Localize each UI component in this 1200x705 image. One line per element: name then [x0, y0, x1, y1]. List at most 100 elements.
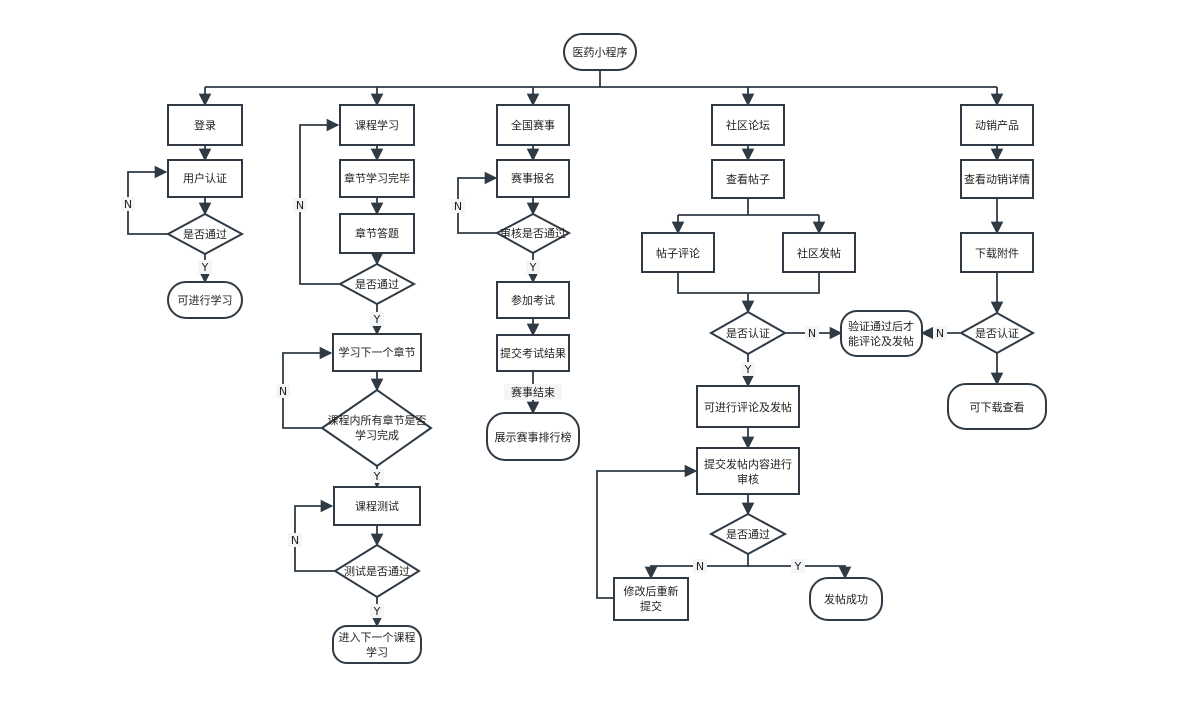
can-post-box[interactable] — [696, 385, 800, 428]
label-yes: Y — [794, 560, 802, 573]
user-auth-box[interactable] — [167, 159, 243, 198]
submit-result-box[interactable] — [496, 334, 570, 372]
edge-all-retry — [282, 346, 333, 429]
post-label: 社区发帖 — [797, 246, 841, 260]
download-box[interactable] — [960, 232, 1034, 273]
forum-box[interactable] — [711, 104, 785, 146]
label-bg — [121, 197, 135, 211]
can-download-label: 可下载查看 — [970, 400, 1025, 414]
user-auth-label: 用户认证 — [183, 171, 227, 185]
all-chapters-decision[interactable] — [320, 388, 433, 468]
post-success-terminal[interactable] — [809, 577, 883, 621]
label-no: N — [279, 385, 287, 398]
next-chapter-box[interactable] — [332, 333, 422, 372]
contest-label: 全国赛事 — [511, 118, 555, 132]
course-pass-decision[interactable] — [337, 262, 417, 306]
can-learn-terminal[interactable] — [167, 281, 243, 319]
course-test-box[interactable] — [333, 486, 421, 526]
signup-label: 赛事报名 — [511, 171, 555, 185]
next-course-terminal[interactable] — [332, 625, 422, 664]
all-chapters-label-1: 课程内所有章节是否 — [328, 413, 427, 427]
label-bg — [370, 604, 384, 618]
verify-note-label-1: 验证通过后才 — [848, 319, 914, 333]
test-pass-label: 测试是否通过 — [344, 565, 410, 578]
all-chapters-label-2: 学习完成 — [355, 428, 399, 442]
root-node[interactable] — [563, 33, 637, 71]
view-product-label: 查看动销详情 — [964, 172, 1030, 186]
chapter-done-label: 章节学习完毕 — [344, 171, 410, 185]
label-yes: Y — [744, 363, 752, 376]
label-bg — [370, 469, 384, 483]
label-no: N — [696, 560, 704, 573]
forum-auth-decision[interactable] — [708, 310, 788, 356]
login-pass-decision[interactable] — [165, 212, 245, 256]
label-bg — [693, 559, 707, 573]
submit-post-label-2: 审核 — [737, 472, 759, 486]
submit-post-box[interactable] — [696, 447, 800, 495]
contest-box[interactable] — [496, 104, 570, 146]
view-posts-box[interactable] — [711, 159, 785, 199]
label-bg — [791, 559, 805, 573]
revise-label-2: 提交 — [640, 599, 662, 613]
can-learn-label: 可进行学习 — [178, 293, 233, 307]
product-box[interactable] — [960, 104, 1034, 146]
product-auth-decision[interactable] — [958, 311, 1036, 355]
label-bg — [741, 362, 755, 376]
review-decision[interactable] — [494, 212, 572, 255]
comment-label: 帖子评论 — [656, 246, 700, 260]
product-label: 动销产品 — [975, 118, 1019, 132]
label-yes: Y — [373, 313, 381, 326]
signup-box[interactable] — [496, 159, 570, 198]
review-label: 审核是否通过 — [500, 226, 566, 240]
label-no: N — [291, 534, 299, 547]
next-course-label-2: 学习 — [366, 645, 388, 659]
login-pass-label: 是否通过 — [183, 228, 227, 241]
next-chapter-label: 学习下一个章节 — [339, 345, 416, 359]
can-download-terminal[interactable] — [947, 383, 1047, 430]
exam-box[interactable] — [496, 281, 570, 319]
contest-end-label: 赛事结束 — [511, 385, 555, 399]
post-success-label: 发帖成功 — [824, 592, 868, 606]
exam-label: 参加考试 — [511, 293, 555, 307]
verify-note-label-2: 能评论及发帖 — [848, 334, 914, 348]
revise-box[interactable] — [613, 577, 689, 621]
label-no: N — [454, 200, 462, 213]
course-box[interactable] — [339, 104, 415, 146]
test-pass-decision[interactable] — [333, 543, 421, 599]
label-yes: Y — [201, 261, 209, 274]
edge-pass-success — [748, 565, 852, 580]
verify-note-terminal[interactable] — [840, 310, 923, 357]
course-label: 课程学习 — [355, 118, 399, 132]
forum-label: 社区论坛 — [726, 118, 770, 132]
can-post-label: 可进行评论及发帖 — [704, 400, 792, 414]
post-pass-decision[interactable] — [708, 512, 788, 556]
chapter-done-box[interactable] — [339, 159, 415, 198]
edge-merge-bus — [677, 272, 820, 294]
label-bg — [933, 326, 947, 340]
view-product-box[interactable] — [960, 159, 1034, 199]
chapter-quiz-box[interactable] — [339, 213, 415, 254]
label-no: N — [808, 327, 816, 340]
product-auth-label: 是否认证 — [975, 327, 1019, 340]
course-test-label: 课程测试 — [355, 500, 399, 513]
next-course-label-1: 进入下一个课程 — [339, 631, 416, 644]
submit-result-label: 提交考试结果 — [500, 346, 566, 360]
label-bg — [526, 260, 540, 274]
ranking-terminal[interactable] — [486, 412, 580, 461]
course-pass-label: 是否通过 — [355, 278, 399, 291]
forum-auth-label: 是否认证 — [726, 327, 770, 340]
label-no: N — [124, 198, 132, 211]
comment-box[interactable] — [641, 232, 715, 273]
label-no: N — [936, 327, 944, 340]
label-bg — [370, 312, 384, 326]
login-box[interactable] — [167, 104, 243, 146]
label-yes: Y — [373, 470, 381, 483]
label-bg — [451, 199, 465, 213]
post-box[interactable] — [782, 232, 856, 273]
submit-post-label-1: 提交发帖内容进行 — [704, 457, 792, 471]
label-yes: Y — [529, 261, 537, 274]
edge-revise-resubmit — [596, 464, 698, 599]
chapter-quiz-label: 章节答题 — [355, 226, 399, 240]
